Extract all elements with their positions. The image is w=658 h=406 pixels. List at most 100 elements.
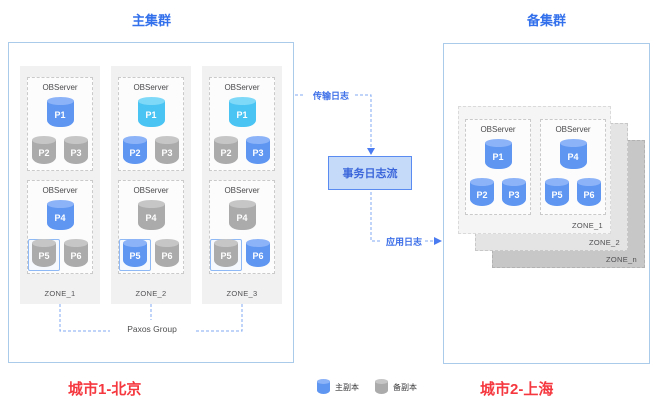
replica-slot: P5	[541, 178, 573, 210]
replica-row: P2 P3	[119, 136, 183, 168]
standby-replica-icon	[375, 379, 388, 394]
replica-cylinder: P4	[228, 200, 256, 230]
replica-cylinder: P2	[470, 178, 494, 206]
replica-legend: 主副本 备副本	[317, 379, 417, 394]
observer-label: OBServer	[133, 83, 169, 92]
replica-cylinder: P5	[123, 239, 147, 267]
replica-cylinder: P6	[155, 239, 179, 267]
replica-slot: P1	[134, 92, 169, 131]
zone-label: ZONE_2	[589, 238, 620, 247]
replica-slot: P3	[498, 178, 530, 210]
standby-city-label: 城市2-上海	[480, 381, 554, 398]
replica-cylinder: P6	[64, 239, 88, 267]
replica-cylinder: P4	[46, 200, 74, 230]
replica-cylinder: P6	[246, 239, 270, 267]
replica-highlight-box: P5	[28, 239, 60, 271]
arrow-right-icon	[434, 237, 442, 245]
replica-row: P5 P6	[119, 239, 183, 271]
zone-label: ZONE_n	[606, 255, 637, 264]
transfer-line-elbow	[355, 94, 372, 149]
replica-slot: P1	[43, 92, 78, 131]
arrow-down-icon	[367, 148, 375, 155]
legend-label: 备副本	[393, 383, 417, 392]
replica-cylinder: P1	[484, 139, 512, 169]
replica-slot: P6	[573, 178, 605, 210]
replica-cylinder: P3	[64, 136, 88, 164]
observer-label: OBServer	[480, 125, 516, 134]
apply-line-elbow	[370, 192, 381, 242]
observer-label: OBServer	[42, 83, 78, 92]
observer-label: OBServer	[133, 186, 169, 195]
replica-row: P5 P6	[210, 239, 274, 271]
observer-label: OBServer	[224, 83, 260, 92]
transfer-log-label: 传输日志	[312, 91, 349, 101]
replica-slot: P4	[43, 195, 78, 234]
replica-slot: P2	[119, 136, 151, 168]
replica-cylinder: P4	[137, 200, 165, 230]
replica-slot: P6	[151, 239, 183, 271]
zone-label: ZONE_1	[44, 289, 76, 298]
replica-cylinder: P1	[228, 97, 256, 127]
zone-label: ZONE_3	[226, 289, 258, 298]
replica-cylinder: P3	[246, 136, 270, 164]
replica-row: P2 P3	[210, 136, 274, 168]
replica-slot: P2	[28, 136, 60, 168]
primary-cluster-title: 主集群	[131, 13, 171, 28]
primary-city-label: 城市1-北京	[68, 381, 142, 398]
replica-slot: P4	[556, 134, 591, 173]
apply-log-label: 应用日志	[385, 237, 422, 247]
observer-label: OBServer	[224, 186, 260, 195]
replica-slot: P6	[60, 239, 92, 271]
replica-slot: P1	[481, 134, 516, 173]
observer-label: OBServer	[42, 186, 78, 195]
replica-slot: P3	[60, 136, 92, 168]
primary-replica-icon	[317, 379, 330, 394]
replica-highlight-box: P5	[119, 239, 151, 271]
replica-slot: P4	[134, 195, 169, 234]
replica-slot: P6	[242, 239, 274, 271]
replica-slot: P2	[466, 178, 498, 210]
replica-slot: P3	[151, 136, 183, 168]
paxos-line-right	[194, 304, 243, 332]
replica-cylinder: P2	[123, 136, 147, 164]
paxos-line-left	[59, 304, 110, 332]
observer-label: OBServer	[555, 125, 591, 134]
paxos-group-label: Paxos Group	[112, 324, 192, 334]
replica-cylinder: P4	[559, 139, 587, 169]
replica-slot: P4	[225, 195, 260, 234]
replica-cylinder: P5	[214, 239, 238, 267]
zone-label: ZONE_2	[135, 289, 167, 298]
zone-label: ZONE_1	[572, 221, 603, 230]
replica-highlight-box: P5	[210, 239, 242, 271]
replica-cylinder: P1	[137, 97, 165, 127]
legend-label: 主副本	[335, 383, 359, 392]
replica-cylinder: P6	[577, 178, 601, 206]
standby-cluster-title: 备集群	[526, 13, 566, 28]
replica-slot: P3	[242, 136, 274, 168]
replica-slot: P1	[225, 92, 260, 131]
replica-row: P2 P3	[28, 136, 92, 168]
replica-cylinder: P2	[32, 136, 56, 164]
transaction-log-stream-box: 事务日志流	[328, 156, 412, 190]
replica-cylinder: P1	[46, 97, 74, 127]
replica-cylinder: P3	[155, 136, 179, 164]
replica-cylinder: P2	[214, 136, 238, 164]
replica-slot: P2	[210, 136, 242, 168]
